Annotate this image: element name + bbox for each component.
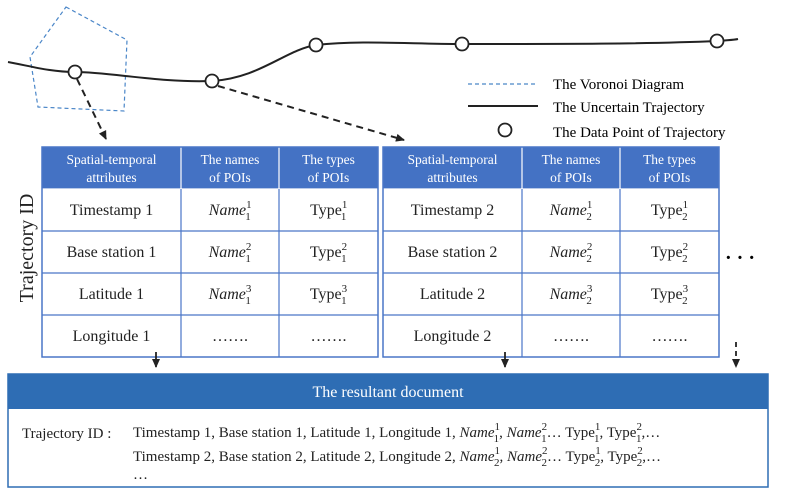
uncertain-trajectory-curve — [7, 38, 739, 83]
legend-voronoi-label: The Voronoi Diagram — [553, 77, 684, 93]
table-cell: Timestamp 2 — [411, 202, 494, 219]
data-point-3 — [308, 37, 324, 53]
legend-data-point-swatch — [497, 122, 513, 138]
table-header-bg — [42, 147, 378, 189]
legend: The Voronoi Diagram The Uncertain Trajec… — [468, 77, 726, 141]
table-cell: Base station 2 — [408, 244, 498, 261]
document-line-2: Timestamp 2, Base station 2, Latitude 2,… — [133, 445, 661, 469]
table-border — [382, 146, 720, 358]
table-header-cell: The names — [542, 152, 601, 167]
trajectory-id-side-label: Trajectory ID — [16, 194, 38, 303]
table-cell: Latitude 1 — [79, 286, 144, 303]
legend-trajectory-label: The Uncertain Trajectory — [553, 100, 705, 116]
more-tables-ellipsis: · · · — [725, 247, 755, 269]
dashed-arrow-to-table-2 — [217, 85, 405, 142]
voronoi-cell — [29, 6, 128, 112]
legend-data-point-label: The Data Point of Trajectory — [553, 125, 726, 141]
table-header-cell: Spatial-temporal — [408, 152, 498, 167]
attribute-tables: Spatial-temporal attributes The names of PO… — [41, 146, 720, 358]
table-header-cell: of POIs — [649, 170, 691, 185]
document-line-1: Timestamp 1, Base station 1, Latitude 1,… — [133, 421, 660, 445]
attribute-table-2: Spatial-temporal attributes The names of PO… — [382, 146, 720, 358]
data-point-2 — [204, 73, 220, 89]
table-header-cell: of POIs — [550, 170, 592, 185]
table-header-bg — [383, 147, 719, 189]
table-cell: Timestamp 1 — [70, 202, 153, 219]
table-cell: Latitude 2 — [420, 286, 485, 303]
resultant-document: The resultant document Trajectory ID : T… — [7, 373, 769, 488]
attribute-table-1: Spatial-temporal attributes The names of PO… — [41, 146, 379, 358]
table-border — [41, 146, 379, 358]
document-title: The resultant document — [312, 384, 464, 401]
table-header-cell: attributes — [86, 170, 136, 185]
table-cell: Longitude 1 — [73, 328, 151, 345]
table-header-cell: The names — [201, 152, 260, 167]
table-header-cell: Spatial-temporal — [67, 152, 157, 167]
table-cell: ……. — [311, 328, 347, 345]
data-point-1 — [67, 64, 83, 80]
document-line-3: … — [133, 467, 148, 483]
table-cell: ……. — [553, 328, 589, 345]
document-id-label: Trajectory ID : — [22, 426, 111, 442]
table-cell: Base station 1 — [67, 244, 157, 261]
document-title-bar — [8, 374, 768, 409]
data-point-5 — [709, 33, 725, 49]
table-header-cell: of POIs — [308, 170, 350, 185]
data-point-4 — [454, 36, 470, 52]
table-header-cell: The types — [643, 152, 696, 167]
table-cell: ……. — [212, 328, 248, 345]
table-header-cell: The types — [302, 152, 355, 167]
table-cell: Longitude 2 — [414, 328, 492, 345]
table-header-cell: attributes — [427, 170, 477, 185]
table-cell: ……. — [652, 328, 688, 345]
table-header-cell: of POIs — [209, 170, 251, 185]
